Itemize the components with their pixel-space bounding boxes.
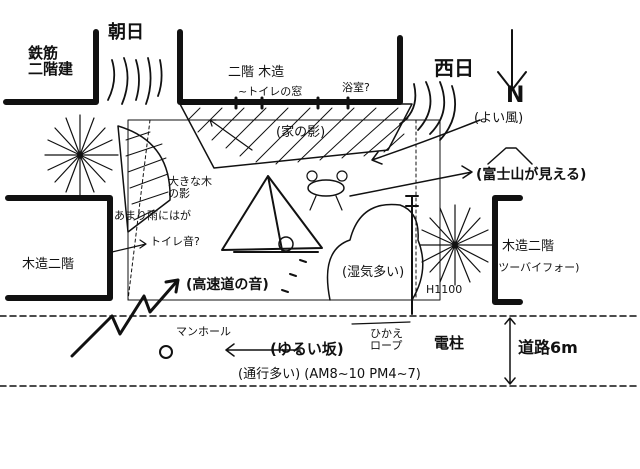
mount-fuji-icon [487, 147, 533, 165]
tree-left [44, 114, 119, 196]
table [307, 179, 345, 197]
chair [306, 170, 318, 182]
morning-sun-label: 朝日 [108, 22, 144, 43]
chair [336, 170, 348, 182]
highway-sound-label: (高速道の音) [186, 277, 269, 293]
tree-shade-label: 大きな木 の影 [168, 175, 212, 200]
west-sun-rays [399, 81, 456, 141]
toilet-sound-arrow [111, 239, 147, 253]
bathroom-label: 浴室? [342, 81, 370, 94]
little-rain-label: あまり雨にはが [114, 209, 191, 222]
highway-zigzag-arrow [70, 278, 180, 358]
tree-shade-hatching [125, 131, 169, 221]
building-wall-left [5, 195, 113, 301]
stepping-stones [281, 259, 307, 293]
window-mark [234, 96, 350, 110]
house-shade-label: (家の影) [276, 125, 326, 140]
toilet-window-label: ~トイレの窓 [238, 85, 303, 98]
building-wall-top-left [3, 29, 99, 105]
weak-rope-label: ひかえ ロープ [370, 327, 403, 352]
west-wind-arrow [371, 119, 481, 165]
power-pole [405, 195, 419, 315]
west-sun-label: 西日 [434, 56, 474, 80]
manhole-icon [159, 345, 173, 359]
manhole-label: マンホール [176, 325, 231, 338]
building-wall-right [492, 195, 523, 305]
property-boundary [127, 119, 441, 301]
fuji-visible-label: (富士山が見える) [476, 167, 587, 183]
guy-rope [351, 321, 411, 325]
power-pole-label: 電柱 [434, 334, 465, 352]
north-label: N [506, 83, 525, 108]
morning-sun-rays [107, 57, 163, 105]
humidity-label: (湿気多い) [342, 265, 405, 280]
bush [326, 203, 424, 301]
tent [221, 175, 323, 253]
wood-two-story-top-label: 二階 木造 [228, 65, 285, 80]
house-shade-region [179, 103, 413, 169]
slope-arrow [225, 343, 301, 357]
tree-right [419, 204, 493, 286]
north-arrow [497, 29, 527, 91]
toilet-sound-label: トイレ音? [150, 235, 200, 248]
table-legs [309, 195, 343, 211]
two-by-four-label: (ツーバイフォー) [494, 261, 580, 274]
boundary-line-dotted [127, 119, 151, 301]
traffic-label: (通行多い) (AM8~10 PM4~7) [238, 367, 421, 382]
road-width-arrow [504, 317, 516, 385]
steel-two-story-label: 鉄筋 二階建 [28, 44, 74, 78]
wood-two-story-left-label: 木造二階 [22, 257, 75, 272]
shade-arrow [209, 119, 253, 151]
wood-two-story-right-label: 木造二階 [502, 239, 555, 254]
gentle-slope-label: (ゆるい坂) [270, 340, 344, 358]
road-width-label: 道路6m [518, 338, 578, 357]
fuji-arrow [349, 165, 473, 197]
h1100-label: H1100 [426, 283, 463, 296]
good-wind-label: (よい風) [474, 111, 524, 126]
building-wall-top [177, 29, 403, 105]
tent-person [278, 236, 294, 252]
